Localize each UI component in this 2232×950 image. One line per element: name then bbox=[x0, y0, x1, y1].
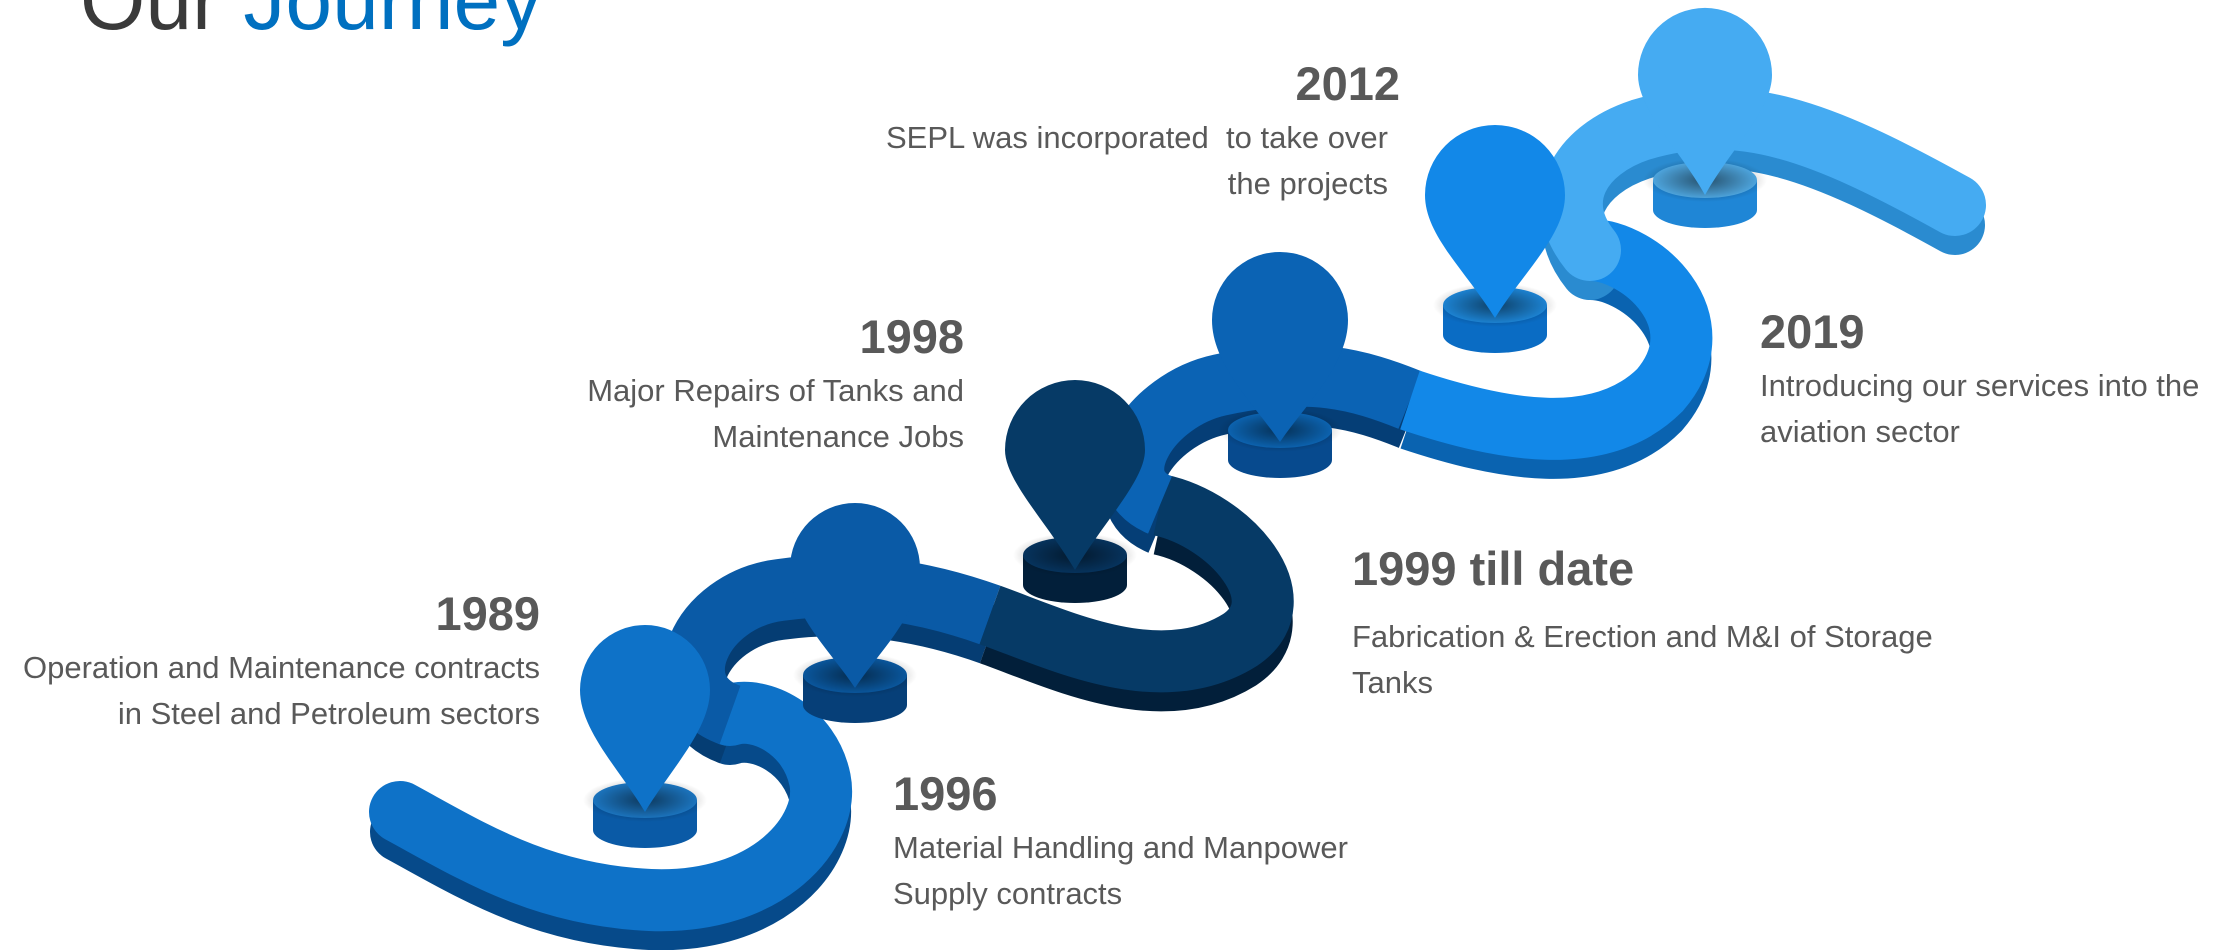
road-segment-1998 bbox=[979, 474, 1294, 693]
road-segment-1989 bbox=[369, 681, 853, 932]
pin-1998 bbox=[1005, 380, 1145, 603]
pin-2019 bbox=[1637, 7, 1773, 228]
milestone-year: 1998 bbox=[859, 310, 964, 363]
milestone-1999-till-date: 1999 till date Fabrication & Erection an… bbox=[1352, 545, 2052, 706]
location-pin-icon bbox=[1212, 252, 1348, 442]
location-pin-icon bbox=[1637, 7, 1773, 196]
milestone-1998: 1998 Major Repairs of Tanks and Maintena… bbox=[404, 313, 964, 460]
milestone-desc-line1: SEPL was incorporated to take over bbox=[885, 120, 1388, 155]
milestone-2012: 2012 SEPL was incorporated to take over … bbox=[840, 60, 1400, 207]
location-pin-icon bbox=[580, 625, 710, 812]
milestone-1996: 1996 Material Handling and Manpower Supp… bbox=[893, 770, 1453, 917]
milestone-desc-line1: Introducing our services into the bbox=[1760, 368, 2200, 403]
milestone-desc-line2: Maintenance Jobs bbox=[712, 419, 964, 454]
milestone-desc-line1: Fabrication & Erection and M&I of Storag… bbox=[1352, 619, 1933, 654]
milestone-2019: 2019 Introducing our services into the a… bbox=[1760, 308, 2230, 455]
milestone-desc-line1: Operation and Maintenance contracts bbox=[23, 650, 540, 685]
milestone-desc-line1: Material Handling and Manpower bbox=[893, 830, 1348, 865]
road-segment-2012 bbox=[1400, 219, 1713, 460]
milestone-desc-line2: aviation sector bbox=[1760, 414, 1960, 449]
pin-1999 bbox=[1212, 252, 1348, 478]
milestone-year: 2019 bbox=[1760, 305, 1865, 358]
milestone-year: 2012 bbox=[1295, 57, 1400, 110]
slide-title: Our Journey bbox=[80, 0, 542, 42]
milestone-desc-line2: Tanks bbox=[1352, 665, 1433, 700]
location-pin-icon bbox=[1425, 125, 1565, 318]
pin-2012 bbox=[1425, 125, 1565, 353]
milestone-year: 1999 till date bbox=[1352, 542, 1635, 595]
milestone-desc-line2: in Steel and Petroleum sectors bbox=[117, 696, 540, 731]
milestone-1989: 1989 Operation and Maintenance contracts… bbox=[0, 590, 540, 737]
location-pin-icon bbox=[790, 503, 920, 688]
title-word-journey: Journey bbox=[243, 0, 543, 47]
pin-1989 bbox=[580, 625, 710, 848]
location-pin-icon bbox=[1005, 380, 1145, 570]
milestone-desc-line1: Major Repairs of Tanks and bbox=[587, 373, 964, 408]
milestone-desc-line2: Supply contracts bbox=[893, 876, 1123, 911]
milestone-year: 1996 bbox=[893, 767, 998, 820]
title-word-our: Our bbox=[80, 0, 221, 47]
milestone-year: 1989 bbox=[435, 587, 540, 640]
pin-1996 bbox=[790, 503, 920, 723]
milestone-desc-line2: the projects bbox=[1227, 166, 1388, 201]
